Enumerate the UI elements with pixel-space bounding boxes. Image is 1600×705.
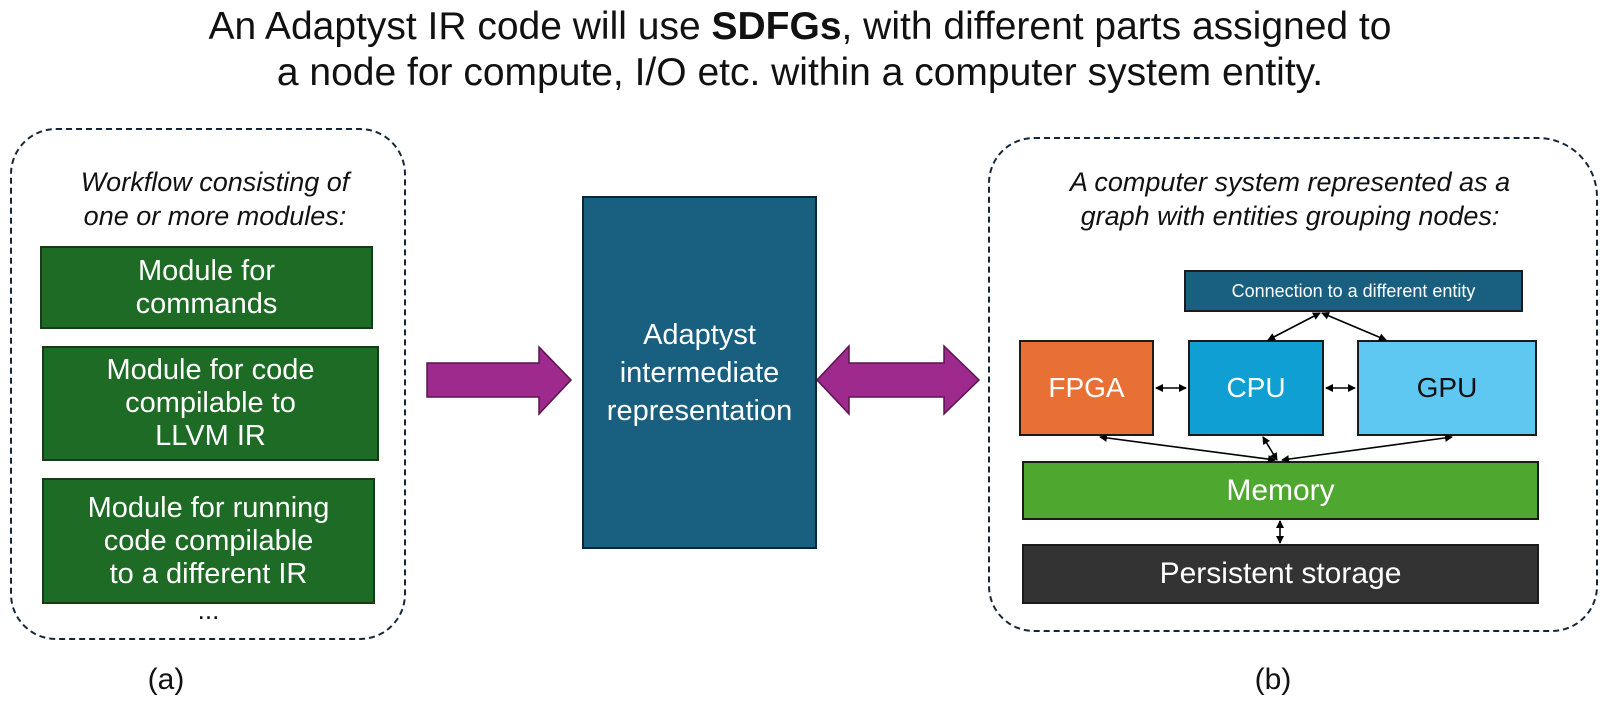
figure-title: An Adaptyst IR code will use SDFGs, with… — [0, 4, 1600, 96]
panel-label-a: (a) — [147, 663, 185, 696]
computer-system-panel — [988, 137, 1598, 632]
bidirectional-arrow-icon — [815, 344, 981, 416]
cpu-node: CPU — [1188, 340, 1324, 436]
connection-node: Connection to a different entity — [1184, 270, 1523, 312]
gpu-node: GPU — [1357, 340, 1537, 436]
memory-node: Memory — [1022, 461, 1539, 520]
fpga-node: FPGA — [1019, 340, 1154, 436]
more-modules-ellipsis: ... — [197, 595, 220, 625]
sdfgs-emphasis: SDFGs — [711, 5, 842, 48]
workflow-panel — [10, 128, 406, 640]
input-arrow-icon — [426, 345, 573, 416]
panel-label-b: (b) — [1254, 663, 1292, 696]
storage-node: Persistent storage — [1022, 544, 1539, 604]
title-line-1: An Adaptyst IR code will use SDFGs, with… — [208, 5, 1392, 48]
title-line-2: a node for compute, I/O etc. within a co… — [276, 51, 1324, 94]
computer-system-caption: A computer system represented as a graph… — [1069, 167, 1511, 231]
workflow-caption: Workflow consisting of one or more modul… — [80, 167, 350, 231]
